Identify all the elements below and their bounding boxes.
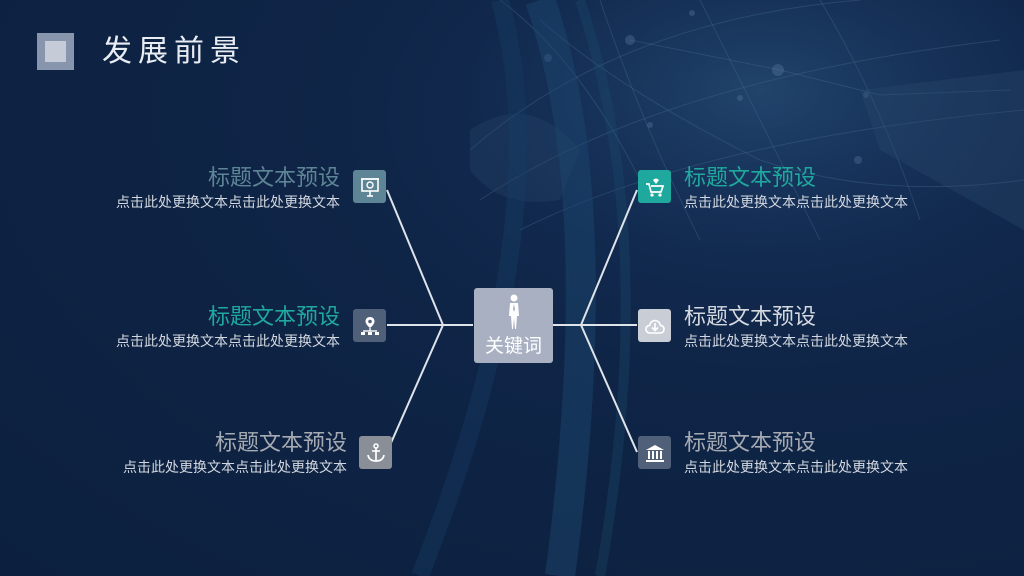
- item-description: 点击此处更换文本点击此处更换文本: [116, 334, 340, 350]
- item-title: 标题文本预设: [684, 431, 817, 456]
- item-description: 点击此处更换文本点击此处更换文本: [684, 460, 908, 476]
- item-title: 标题文本预设: [684, 166, 817, 191]
- right-item-1: 标题文本预设 点击此处更换文本点击此处更换文本: [684, 165, 974, 213]
- center-keyword-label: 关键词: [484, 335, 542, 357]
- network-location-icon: [353, 309, 386, 342]
- person-icon: [509, 294, 519, 329]
- right-item-3: 标题文本预设 点击此处更换文本点击此处更换文本: [684, 430, 974, 478]
- item-title: 标题文本预设: [684, 305, 817, 330]
- left-item-2: 标题文本预设 点击此处更换文本点击此处更换文本: [50, 304, 340, 352]
- shopping-cart-icon: [638, 170, 671, 203]
- left-item-1: 标题文本预设 点击此处更换文本点击此处更换文本: [50, 165, 340, 213]
- item-title: 标题文本预设: [207, 305, 340, 330]
- right-item-2: 标题文本预设 点击此处更换文本点击此处更换文本: [684, 304, 974, 352]
- presentation-board-icon: [353, 170, 386, 203]
- item-description: 点击此处更换文本点击此处更换文本: [684, 195, 908, 211]
- item-description: 点击此处更换文本点击此处更换文本: [116, 195, 340, 211]
- center-keyword-box: 关键词: [474, 288, 553, 363]
- page-title: 发展前景: [102, 34, 246, 69]
- item-title: 标题文本预设: [214, 431, 347, 456]
- item-description: 点击此处更换文本点击此处更换文本: [684, 334, 908, 350]
- left-item-3: 标题文本预设 点击此处更换文本点击此处更换文本: [57, 430, 347, 478]
- item-title: 标题文本预设: [207, 166, 340, 191]
- bank-building-icon: [638, 436, 671, 469]
- title-marker-square: [37, 33, 74, 70]
- anchor-icon: [359, 436, 392, 469]
- item-description: 点击此处更换文本点击此处更换文本: [123, 460, 347, 476]
- cloud-download-icon: [638, 309, 671, 342]
